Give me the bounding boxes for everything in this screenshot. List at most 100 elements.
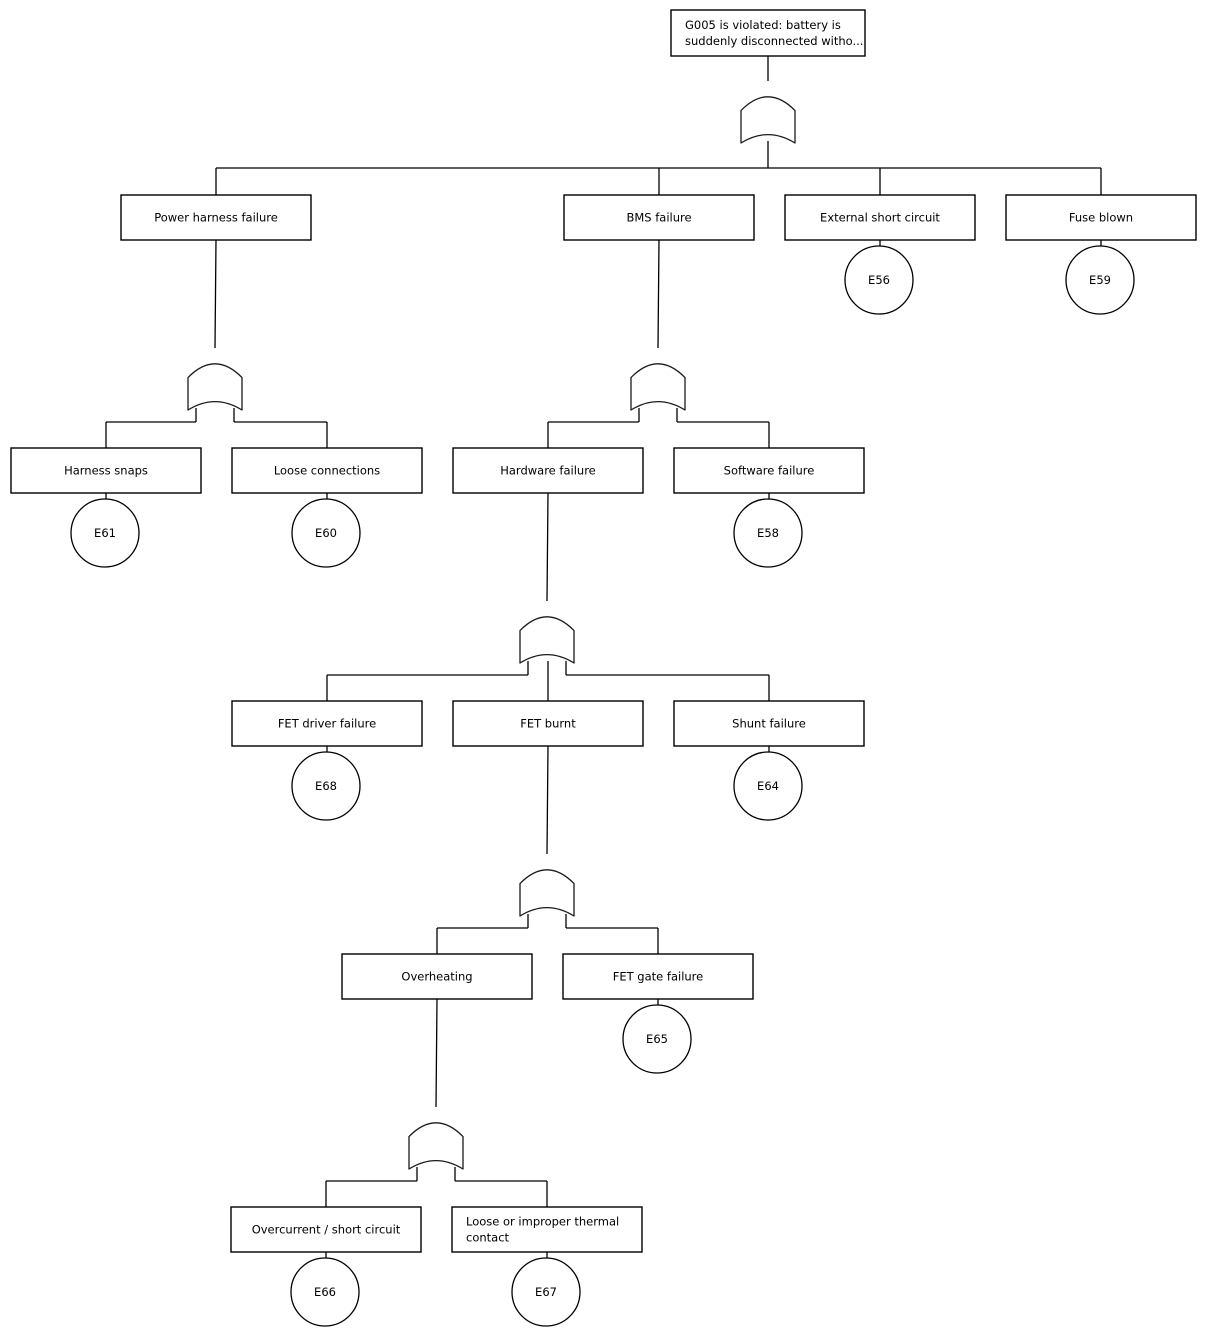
- event-E61[interactable]: E61: [70, 498, 140, 568]
- node-fuse-blown[interactable]: Fuse blown: [1005, 194, 1197, 241]
- node-label-line: G005 is violated: battery is: [685, 18, 841, 32]
- connector-parent-to-gate: [435, 998, 438, 1108]
- node-label-line: Software failure: [724, 464, 815, 478]
- connector-layer: [105, 56, 1102, 1258]
- node-box-external-short-circuit[interactable]: [784, 194, 976, 241]
- event-circle-E56[interactable]: [844, 245, 914, 315]
- event-E66[interactable]: E66: [290, 1257, 360, 1327]
- event-E60[interactable]: E60: [291, 498, 361, 568]
- node-label-line: suddenly disconnected witho...: [685, 34, 863, 48]
- node-label-line: Power harness failure: [154, 211, 278, 225]
- or-gate-bms-failure[interactable]: [630, 363, 686, 411]
- node-loose-improper-thermal-contact[interactable]: Loose or improper thermal contact: [451, 1206, 643, 1253]
- node-external-short-circuit[interactable]: External short circuit: [784, 194, 976, 241]
- node-label-line: contact: [466, 1231, 510, 1245]
- event-label-E59: E59: [1089, 273, 1111, 287]
- event-circle-E68[interactable]: [291, 751, 361, 821]
- node-hardware-failure[interactable]: Hardware failure: [452, 447, 644, 494]
- connector-parent-to-gate: [657, 239, 660, 349]
- node-fet-gate-failure[interactable]: FET gate failure: [562, 953, 754, 1000]
- node-shunt-failure[interactable]: Shunt failure: [673, 700, 865, 747]
- node-label-overcurrent-short-circuit: Overcurrent / short circuit: [252, 1223, 401, 1237]
- event-circle-E64[interactable]: [733, 751, 803, 821]
- or-gate-fet-burnt[interactable]: [519, 869, 575, 917]
- node-box-harness-snaps[interactable]: [10, 447, 202, 494]
- node-label-loose-improper-thermal-contact: Loose or improper thermal contact: [466, 1215, 619, 1245]
- event-circle-E59[interactable]: [1065, 245, 1135, 315]
- event-label-E56: E56: [868, 273, 890, 287]
- node-fet-burnt[interactable]: FET burnt: [452, 700, 644, 747]
- event-label-E65: E65: [646, 1032, 668, 1046]
- node-label-line: Loose or improper thermal: [466, 1215, 619, 1229]
- node-box-hardware-failure[interactable]: [452, 447, 644, 494]
- node-bms-failure[interactable]: BMS failure: [563, 194, 755, 241]
- node-power-harness-failure[interactable]: Power harness failure: [120, 194, 312, 241]
- node-software-failure[interactable]: Software failure: [673, 447, 865, 494]
- node-overcurrent-short-circuit[interactable]: Overcurrent / short circuit: [230, 1206, 422, 1253]
- node-label-line: Overcurrent / short circuit: [252, 1223, 401, 1237]
- event-label-E64: E64: [757, 779, 779, 793]
- connector-parent-to-gate: [214, 239, 217, 349]
- node-box-fet-driver-failure[interactable]: [231, 700, 423, 747]
- node-label-power-harness-failure: Power harness failure: [154, 211, 278, 225]
- node-box-fet-gate-failure[interactable]: [562, 953, 754, 1000]
- node-label-shunt-failure: Shunt failure: [732, 717, 806, 731]
- node-label-software-failure: Software failure: [724, 464, 815, 478]
- node-label-line: FET driver failure: [278, 717, 376, 731]
- node-harness-snaps[interactable]: Harness snaps: [10, 447, 202, 494]
- or-gate-hardware-failure[interactable]: [519, 616, 575, 664]
- event-circle-E61[interactable]: [70, 498, 140, 568]
- node-label-line: Fuse blown: [1069, 211, 1133, 225]
- node-box-bms-failure[interactable]: [563, 194, 755, 241]
- node-loose-connections[interactable]: Loose connections: [231, 447, 423, 494]
- event-circle-E67[interactable]: [511, 1257, 581, 1327]
- node-label-harness-snaps: Harness snaps: [64, 464, 148, 478]
- node-box-loose-improper-thermal-contact[interactable]: [451, 1206, 643, 1253]
- node-box-shunt-failure[interactable]: [673, 700, 865, 747]
- node-fet-driver-failure[interactable]: FET driver failure: [231, 700, 423, 747]
- or-gate-G005[interactable]: [740, 96, 796, 144]
- node-G005[interactable]: G005 is violated: battery is suddenly dis…: [670, 9, 866, 57]
- node-box-software-failure[interactable]: [673, 447, 865, 494]
- node-label-G005: G005 is violated: battery is suddenly dis…: [685, 18, 863, 48]
- node-label-line: Hardware failure: [500, 464, 596, 478]
- event-circle-E66[interactable]: [290, 1257, 360, 1327]
- node-box-G005[interactable]: [670, 9, 866, 57]
- node-label-overheating: Overheating: [401, 970, 472, 984]
- node-label-line: Shunt failure: [732, 717, 806, 731]
- event-E64[interactable]: E64: [733, 751, 803, 821]
- connector-parent-to-gate: [546, 745, 549, 855]
- event-label-E60: E60: [315, 526, 337, 540]
- event-E58[interactable]: E58: [733, 498, 803, 568]
- or-gate-power-harness-failure[interactable]: [187, 363, 243, 411]
- connector-parent-to-gate: [546, 492, 549, 602]
- gate-layer: [187, 96, 796, 1170]
- node-box-overheating[interactable]: [341, 953, 533, 1000]
- node-label-line: External short circuit: [820, 211, 940, 225]
- event-E65[interactable]: E65: [622, 1004, 692, 1074]
- event-label-E58: E58: [757, 526, 779, 540]
- event-E67[interactable]: E67: [511, 1257, 581, 1327]
- node-box-power-harness-failure[interactable]: [120, 194, 312, 241]
- node-label-fet-gate-failure: FET gate failure: [613, 970, 703, 984]
- node-box-fet-burnt[interactable]: [452, 700, 644, 747]
- node-box-overcurrent-short-circuit[interactable]: [230, 1206, 422, 1253]
- node-label-fet-driver-failure: FET driver failure: [278, 717, 376, 731]
- node-label-line: Harness snaps: [64, 464, 148, 478]
- or-gate-overheating[interactable]: [408, 1122, 464, 1170]
- node-label-line: FET burnt: [520, 717, 576, 731]
- event-E68[interactable]: E68: [291, 751, 361, 821]
- event-circle-E65[interactable]: [622, 1004, 692, 1074]
- event-circle-E60[interactable]: [291, 498, 361, 568]
- event-circle-E58[interactable]: [733, 498, 803, 568]
- node-box-loose-connections[interactable]: [231, 447, 423, 494]
- node-label-line: BMS failure: [626, 211, 691, 225]
- node-overheating[interactable]: Overheating: [341, 953, 533, 1000]
- event-E56[interactable]: E56: [844, 245, 914, 315]
- node-box-fuse-blown[interactable]: [1005, 194, 1197, 241]
- node-label-external-short-circuit: External short circuit: [820, 211, 940, 225]
- node-label-line: Loose connections: [274, 464, 380, 478]
- event-E59[interactable]: E59: [1065, 245, 1135, 315]
